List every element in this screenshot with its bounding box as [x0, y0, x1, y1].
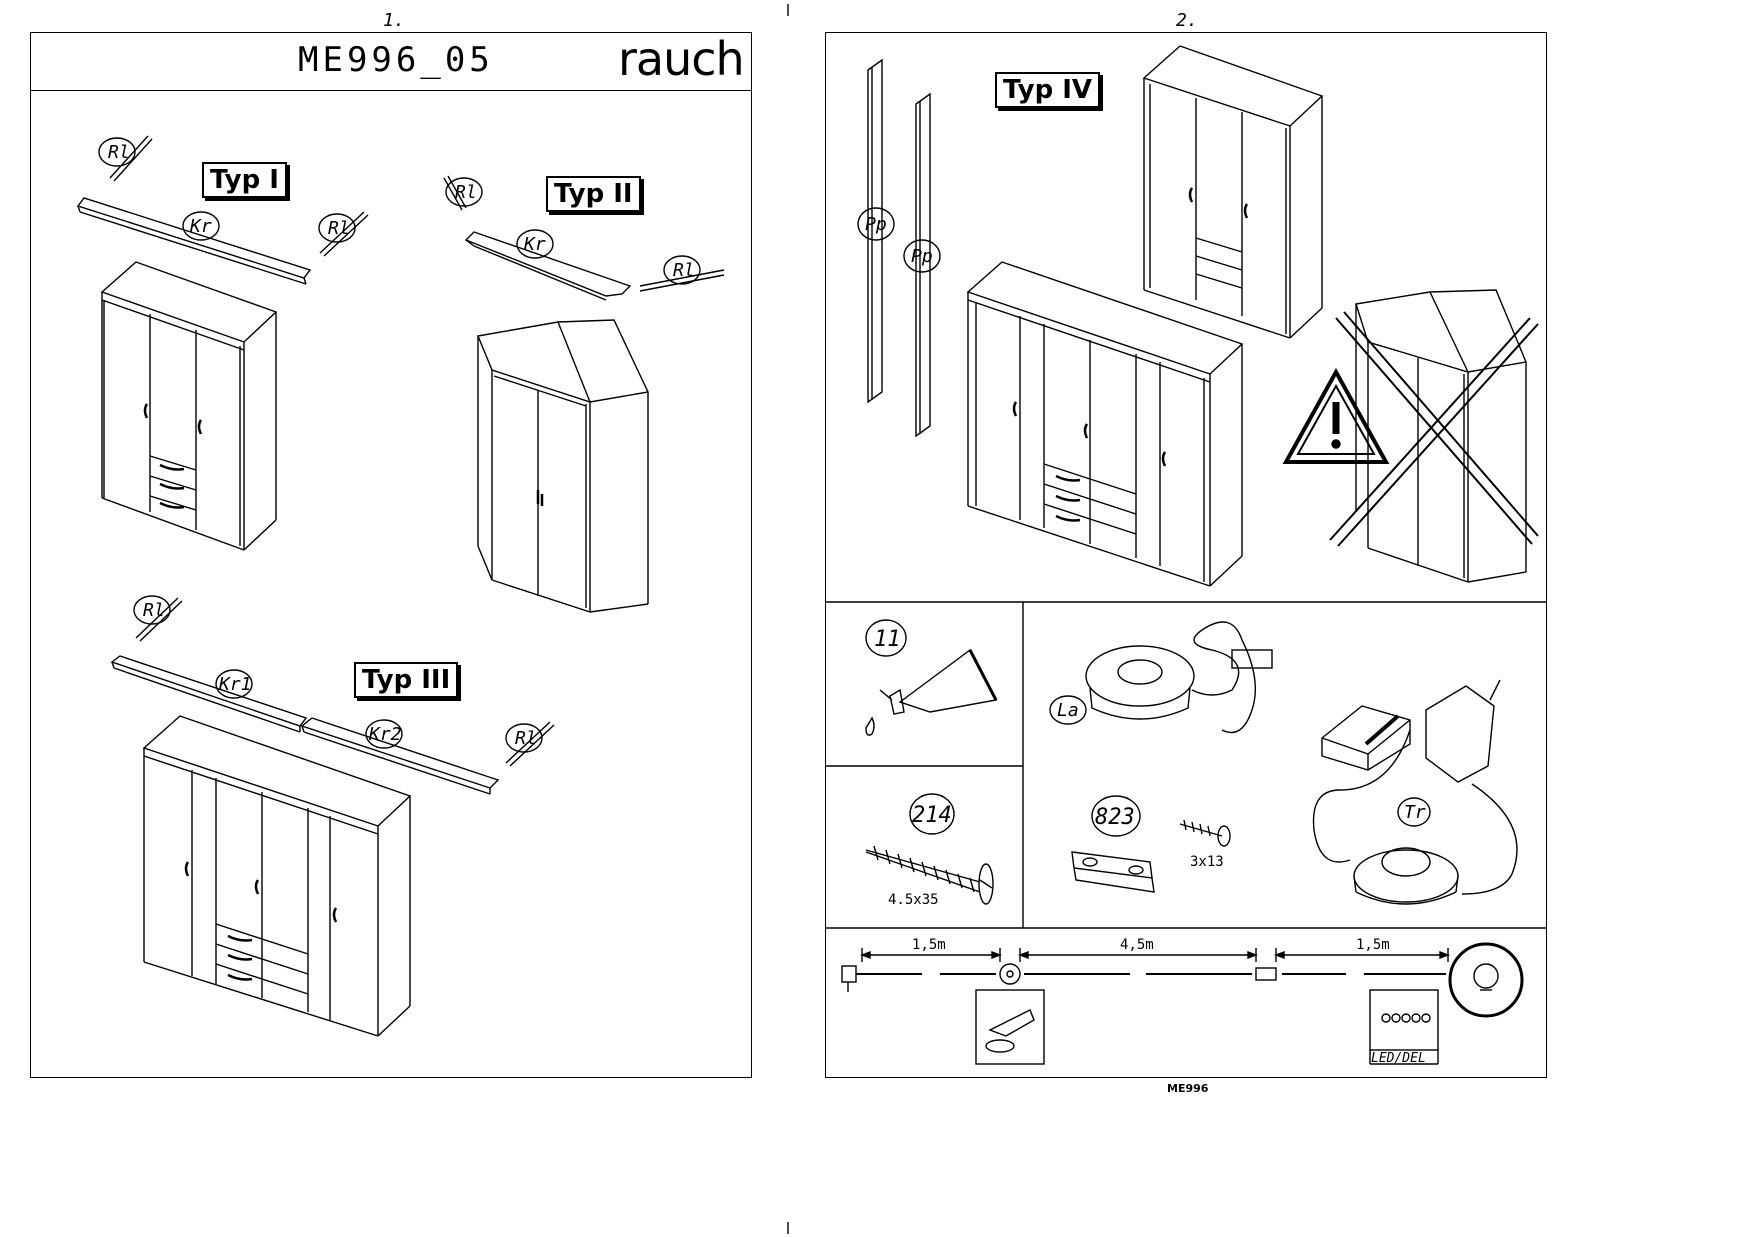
screw-823-size: 3x13	[1190, 854, 1224, 870]
wardrobe-typ1	[100, 261, 278, 551]
led-label: LED/DEL	[1371, 1051, 1426, 1066]
led-lamp-icon	[1085, 621, 1273, 734]
screw-214-size: 4.5x35	[888, 892, 939, 908]
panel-pp-2	[915, 92, 931, 438]
rail-rl-1	[109, 135, 153, 182]
pp-label: Pp	[865, 214, 887, 235]
rail-rl-2	[319, 211, 369, 257]
crown-kr-typ2	[464, 231, 632, 301]
screw-214-label: 214	[912, 803, 952, 828]
page-number-right: 2.	[1176, 10, 1198, 31]
rl-label: Rl	[455, 182, 477, 203]
cable-seg1: 1,5m	[912, 937, 946, 953]
screw-823-icon	[1179, 819, 1231, 847]
connector-823-icon	[1071, 851, 1155, 893]
document-code: ME996	[1167, 1082, 1209, 1095]
cable-seg2: 4,5m	[1120, 937, 1154, 953]
page-number-left: 1.	[383, 10, 405, 31]
screw-214-icon	[865, 845, 994, 905]
crown-kr2	[300, 717, 500, 795]
part-823-label: 823	[1095, 805, 1135, 830]
model-title: ME996_05	[298, 40, 494, 80]
rl-label: Rl	[143, 600, 165, 621]
wardrobe-typ4-large	[966, 261, 1244, 587]
panel-pp-1	[867, 58, 883, 404]
cable-seg3: 1,5m	[1356, 937, 1390, 953]
kr-label: Kr	[189, 216, 212, 237]
glue-tube-icon	[865, 648, 998, 736]
rl-label: Rl	[515, 728, 537, 749]
crown-kr-typ1	[76, 197, 312, 285]
lamp-label: La	[1057, 700, 1079, 721]
rail-rl-5	[135, 597, 183, 642]
crossed-corner-wardrobe	[1329, 289, 1539, 583]
rail-rl-3	[443, 175, 467, 211]
kr-label: Kr	[523, 234, 546, 255]
transformer-icon	[1312, 679, 1518, 905]
type-1-label: Typ I	[202, 162, 287, 198]
type-3-label: Typ III	[354, 662, 459, 698]
left-page-frame	[30, 32, 752, 1078]
cable-diagram	[841, 942, 1524, 1065]
header-divider	[30, 90, 752, 91]
transformer-label: Tr	[1404, 802, 1426, 823]
rail-rl-6	[505, 721, 555, 767]
rail-rl-4	[639, 269, 725, 292]
kr2-label: Kr2	[368, 724, 402, 745]
rl-label: Rl	[328, 218, 350, 239]
rl-label: Rl	[108, 142, 130, 163]
right-page-frame	[825, 32, 1547, 1078]
kr1-label: Kr1	[218, 674, 252, 695]
glue-label: 11	[874, 627, 901, 652]
warning-triangle-icon	[1282, 367, 1390, 464]
brand-logo: rauch	[618, 32, 745, 86]
wardrobe-typ2	[477, 319, 650, 613]
type-2-label: Typ II	[546, 176, 641, 212]
type-4-label: Typ IV	[995, 72, 1101, 108]
wardrobe-typ3	[142, 715, 412, 1037]
rl-label: Rl	[673, 260, 695, 281]
crown-kr1	[110, 655, 308, 733]
wardrobe-typ4-small	[1142, 45, 1324, 339]
pp-label: Pp	[911, 246, 933, 267]
